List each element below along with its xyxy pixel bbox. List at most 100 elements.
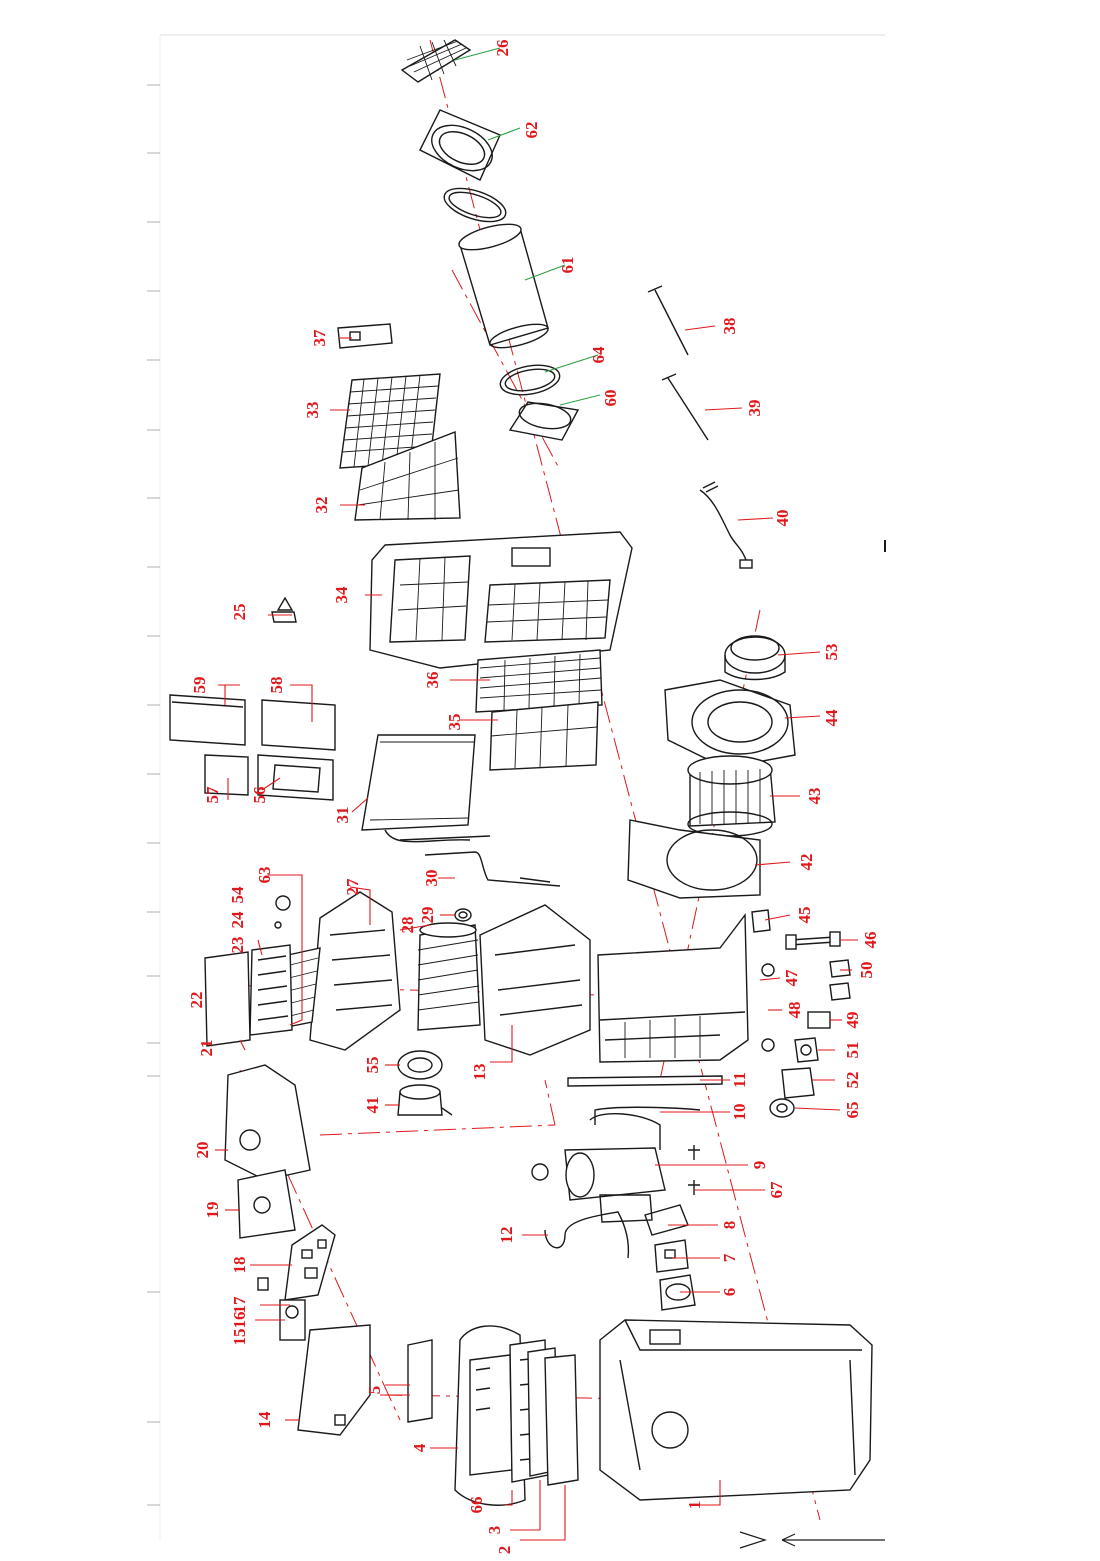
label-part-32: 32 [312,497,331,514]
label-part-20: 20 [193,1142,212,1159]
part-12-pipe [544,1211,630,1259]
part-65-wheel [769,1098,795,1118]
part-51-pump [794,1037,819,1063]
label-part-54: 54 [228,886,247,904]
part-44-fan-housing [664,679,796,769]
part-27-air-duct [309,891,401,1051]
label-part-29: 29 [418,907,437,924]
label-part-64: 64 [589,346,608,364]
label-part-11: 11 [730,1072,749,1088]
label-part-47: 47 [782,969,801,987]
label-part-2: 2 [495,1546,514,1555]
part-28-crossflow-fan [417,922,481,1031]
label-part-45: 45 [795,907,814,924]
part-45-caster [751,909,775,1052]
label-part-62: 62 [522,122,541,139]
part-7-clamp [654,1239,689,1273]
label-part-1: 1 [685,1501,704,1510]
sheet-frame [147,34,886,1540]
part-64-hose-ring-lower [499,364,561,396]
label-part-12: 12 [497,1227,516,1244]
label-part-53: 53 [822,644,841,661]
part-2-panel-cover [544,1354,579,1486]
label-part-16: 16 [230,1312,249,1329]
label-part-49: 49 [843,1012,862,1029]
part-31-evaporator [361,734,491,843]
label-part-51: 51 [843,1042,862,1059]
label-part-63: 63 [255,867,274,884]
part-29-bushing [454,908,472,922]
label-part-37: 37 [310,329,329,347]
label-part-67: 67 [767,1181,786,1199]
label-part-50: 50 [857,962,876,979]
part-13-base-plate [479,904,591,1056]
part-43-blower-wheel [687,755,776,837]
arrow-mark [739,1531,885,1549]
label-part-3: 3 [485,1526,504,1535]
label-part-8: 8 [720,1221,739,1230]
label-part-18: 18 [230,1257,249,1274]
label-part-41: 41 [363,1097,382,1114]
label-part-56: 56 [250,787,269,804]
label-part-9: 9 [750,1161,769,1170]
part-18-pcb [284,1224,336,1301]
part-57-panel [204,754,249,796]
part-38-slider [647,285,689,356]
label-part-24: 24 [228,911,247,929]
label-part-5: 5 [365,1386,384,1395]
part-42-fan-shroud [627,819,761,899]
part-11-strip [567,1075,723,1087]
label-part-61: 61 [558,257,577,274]
label-part-55: 55 [363,1057,382,1074]
part-23-louver-assembly [249,944,293,1036]
label-part-65: 65 [843,1102,862,1119]
part-30-capillary-tube [424,851,561,887]
label-part-58: 58 [267,677,286,694]
part-53-motor [724,635,786,681]
label-part-13: 13 [470,1064,489,1081]
label-part-23: 23 [228,937,247,954]
part-62-hose-adapter [419,109,501,181]
part-6-capacitor-holder [659,1274,696,1311]
label-part-48: 48 [785,1002,804,1019]
part-61-exhaust-hose [458,223,549,349]
label-part-6: 6 [720,1288,739,1297]
label-part-43: 43 [805,788,824,805]
label-part-60: 60 [601,390,620,407]
part-35-lower-grille [489,701,599,771]
label-part-17: 17 [230,1296,249,1314]
label-part-36: 36 [423,672,442,689]
part-36-upper-grille [475,649,603,713]
part-25-label [271,596,297,623]
label-part-34: 34 [332,586,351,604]
label-part-52: 52 [843,1072,862,1089]
part-number-labels: 1234567891011121314151617181920212223242… [187,40,880,1555]
leader-lines [215,47,858,1541]
label-part-22: 22 [187,992,206,1009]
label-part-46: 46 [861,932,880,949]
label-part-25: 25 [230,604,249,621]
label-part-42: 42 [797,854,816,871]
part-5-display-window [407,1339,433,1423]
label-part-15: 15 [230,1329,249,1346]
part-26-grille [400,39,472,83]
part-58-panel [261,699,336,751]
part-9-compressor [531,1112,666,1223]
part-41-fan-motor [397,1084,453,1116]
part-1-cabinet [599,1319,873,1501]
part-20-electrical-box [224,1064,311,1181]
part-37-control-cover [337,323,393,349]
label-part-57: 57 [203,786,222,804]
part-46-hose-connector [785,931,841,950]
label-part-35: 35 [445,714,464,731]
label-part-21: 21 [197,1040,216,1057]
part-55-motor-bracket [397,1050,443,1080]
part-49-switch [807,1011,831,1029]
label-part-14: 14 [255,1411,274,1429]
part-52-bracket [781,1067,815,1099]
label-part-44: 44 [822,709,841,727]
label-part-66: 66 [467,1497,486,1514]
part-60-window-adapter [508,401,580,441]
part-19-mounting-plate [237,1169,296,1239]
part-10-pipe [594,1106,701,1125]
